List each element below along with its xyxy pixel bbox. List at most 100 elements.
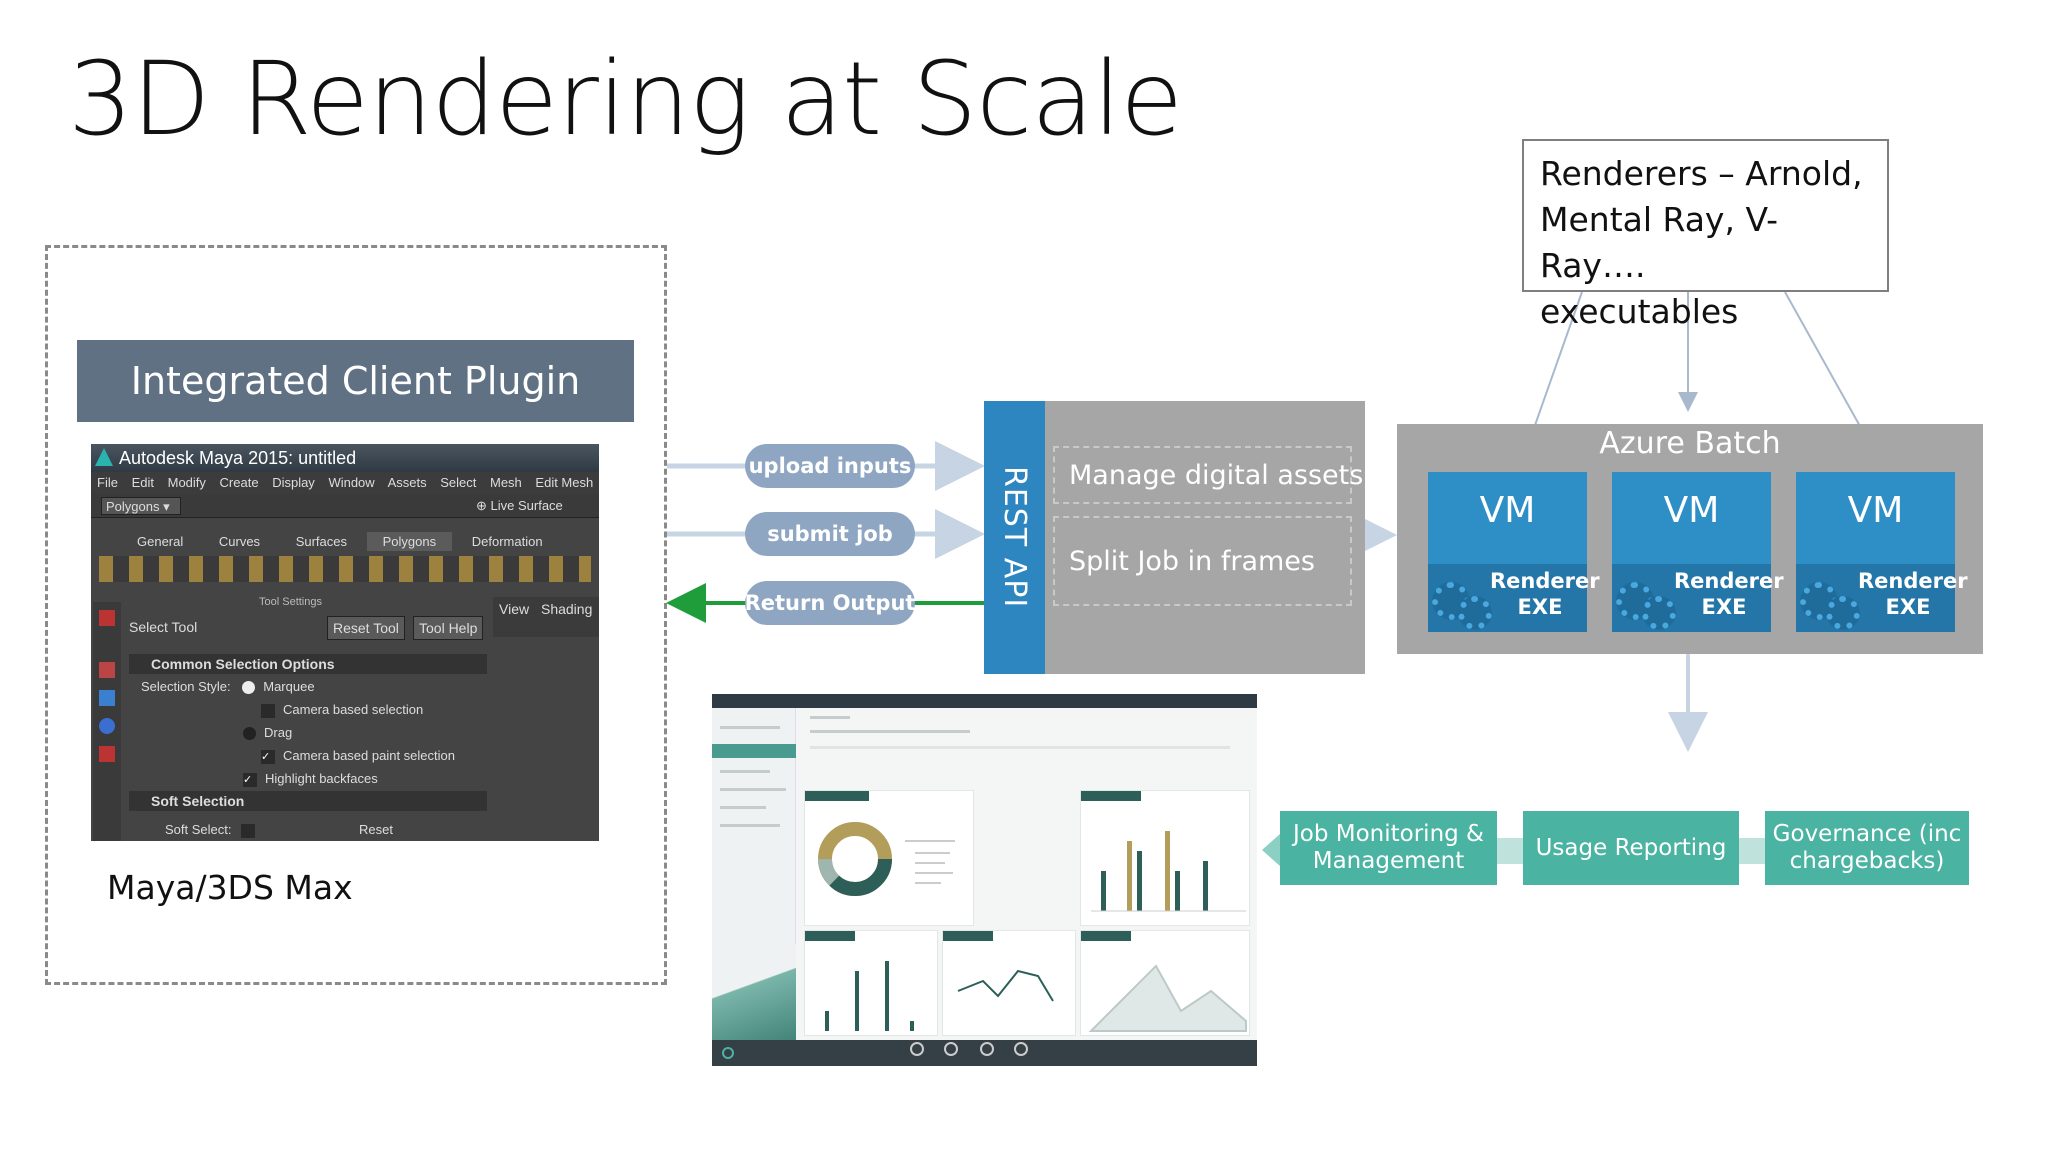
job-monitoring-box: Job Monitoring & Management bbox=[1280, 811, 1497, 885]
drag-radio[interactable] bbox=[243, 727, 256, 741]
manage-assets-label: Manage digital assets bbox=[1069, 459, 1364, 491]
maya-menu-item[interactable]: File bbox=[97, 475, 118, 490]
maya-menu-item[interactable]: Select bbox=[440, 475, 477, 490]
exe-text: EXE bbox=[1885, 595, 1931, 619]
soft-selection-section[interactable]: Soft Selection bbox=[129, 791, 487, 811]
soft-select-reset-button[interactable]: Reset bbox=[359, 822, 393, 837]
card-header bbox=[1081, 791, 1141, 801]
submit-job-pill: submit job bbox=[745, 512, 915, 556]
soft-select-checkbox[interactable] bbox=[241, 823, 256, 838]
drag-label: Drag bbox=[264, 725, 293, 740]
nav-icon[interactable] bbox=[910, 1042, 924, 1056]
dashboard-bottom-bar bbox=[712, 1040, 1257, 1066]
app-label: Maya/3DS Max bbox=[107, 868, 353, 907]
card-header bbox=[805, 931, 855, 941]
maya-menu-item[interactable]: Mesh bbox=[490, 475, 522, 490]
maya-menu-item[interactable]: Display bbox=[272, 475, 315, 490]
renderer-text: Renderer bbox=[1490, 569, 1600, 593]
azure-batch-title: Azure Batch bbox=[1599, 426, 1781, 461]
soft-select-label: Soft Select: bbox=[165, 822, 232, 837]
dashboard-sidebar bbox=[712, 708, 796, 1048]
camera-paint-checkbox[interactable]: ✓ bbox=[261, 749, 275, 764]
shading-menu[interactable]: Shading bbox=[540, 601, 593, 617]
move-icon[interactable] bbox=[99, 662, 115, 678]
maya-mode-select[interactable]: Polygons ▾ bbox=[101, 497, 181, 515]
split-job-box: Split Job in frames bbox=[1053, 516, 1352, 606]
rotate-icon[interactable] bbox=[99, 690, 115, 706]
sidebar-item[interactable] bbox=[720, 726, 780, 729]
line-chart bbox=[957, 969, 1054, 1002]
return-output-label: Return Output bbox=[744, 591, 916, 615]
maya-live-surface[interactable]: ⊕ Live Surface bbox=[476, 498, 563, 514]
manipulator-icon[interactable] bbox=[99, 746, 115, 762]
maya-menu-item[interactable]: Create bbox=[219, 475, 259, 490]
card-header bbox=[1081, 931, 1131, 941]
maya-menu-item[interactable]: Assets bbox=[387, 475, 427, 490]
upload-inputs-label: upload inputs bbox=[748, 454, 912, 478]
camera-based-selection-label: Camera based selection bbox=[283, 702, 424, 717]
vm-node: VM Renderer EXE bbox=[1428, 472, 1600, 632]
maya-menu-item[interactable]: Edit bbox=[131, 475, 154, 490]
sidebar-item[interactable] bbox=[720, 824, 780, 827]
card-header bbox=[943, 931, 993, 941]
highlight-backfaces-label: Highlight backfaces bbox=[265, 771, 378, 786]
shelf-tab-surfaces[interactable]: Surfaces bbox=[295, 534, 347, 549]
maya-window-title: Autodesk Maya 2015: untitled bbox=[119, 448, 357, 468]
reset-tool-button[interactable]: Reset Tool bbox=[327, 616, 405, 640]
sidebar-item[interactable] bbox=[720, 788, 786, 791]
highlight-backfaces-checkbox[interactable]: ✓ bbox=[243, 772, 257, 787]
nav-icon[interactable] bbox=[980, 1042, 994, 1056]
camera-based-selection-row: Camera based selection bbox=[261, 702, 423, 718]
maya-screenshot: Autodesk Maya 2015: untitled File Edit M… bbox=[91, 444, 599, 841]
exe-text: EXE bbox=[1517, 595, 1563, 619]
maya-menu-item[interactable]: Window bbox=[328, 475, 375, 490]
teal-connector-2 bbox=[1739, 838, 1765, 864]
camera-paint-row: ✓Camera based paint selection bbox=[261, 748, 455, 764]
section-title: Soft Selection bbox=[151, 793, 245, 809]
sidebar-item[interactable] bbox=[720, 770, 770, 773]
rest-api-bar bbox=[984, 401, 1045, 674]
maya-shelf-icons[interactable] bbox=[99, 556, 591, 582]
client-region bbox=[45, 245, 667, 985]
common-selection-section[interactable]: Common Selection Options bbox=[129, 654, 487, 674]
shelf-tab-deformation[interactable]: Deformation bbox=[471, 534, 543, 549]
dashboard-subheading bbox=[810, 730, 970, 733]
governance-box: Governance (inc chargebacks) bbox=[1765, 811, 1969, 885]
maya-menu-item[interactable]: Modify bbox=[167, 475, 206, 490]
gear-icon bbox=[1458, 596, 1492, 630]
renderers-line: Renderers – Arnold, bbox=[1540, 154, 1863, 193]
marquee-label: Marquee bbox=[263, 679, 315, 694]
usage-reporting-label: Usage Reporting bbox=[1535, 834, 1727, 861]
vm-node: VM Renderer EXE bbox=[1796, 472, 1968, 632]
shelf-tab-general[interactable]: General bbox=[137, 534, 184, 549]
renderer-text: Renderer bbox=[1858, 569, 1968, 593]
dashboard-screenshot bbox=[712, 694, 1257, 1066]
marquee-radio[interactable] bbox=[242, 681, 256, 695]
split-job-label: Split Job in frames bbox=[1069, 545, 1315, 577]
upload-inputs-pill: upload inputs bbox=[745, 444, 915, 488]
maya-menu-item[interactable]: Edit Mesh bbox=[535, 475, 594, 490]
maya-title-bar: Autodesk Maya 2015: untitled bbox=[91, 444, 599, 472]
selection-style-label: Selection Style: bbox=[141, 679, 231, 694]
renderers-line: executables bbox=[1540, 292, 1739, 331]
dashboard-top-bar bbox=[712, 694, 1257, 708]
maya-mode-value: Polygons bbox=[106, 499, 160, 514]
scale-icon[interactable] bbox=[99, 718, 115, 734]
dashboard-filter-bar[interactable] bbox=[810, 746, 1230, 749]
plugin-label: Integrated Client Plugin bbox=[130, 359, 581, 403]
sidebar-item[interactable] bbox=[720, 806, 766, 809]
select-arrow-icon[interactable] bbox=[99, 610, 115, 626]
card-header bbox=[805, 791, 869, 801]
nav-icon[interactable] bbox=[1014, 1042, 1028, 1056]
vm-renderer-label: Renderer EXE bbox=[1490, 568, 1600, 620]
tool-help-button[interactable]: Tool Help bbox=[413, 616, 484, 640]
sidebar-item-active[interactable] bbox=[712, 744, 796, 758]
shelf-tab-curves[interactable]: Curves bbox=[218, 534, 261, 549]
nav-icon[interactable] bbox=[944, 1042, 958, 1056]
shelf-tab-polygons[interactable]: Polygons bbox=[366, 532, 453, 551]
sidebar-graphic bbox=[712, 944, 796, 1048]
view-menu[interactable]: View bbox=[499, 601, 530, 617]
camera-based-selection-checkbox[interactable] bbox=[261, 703, 275, 718]
maya-toolbox bbox=[93, 602, 121, 841]
renderers-box: Renderers – Arnold, Mental Ray, V-Ray…. … bbox=[1522, 139, 1889, 331]
